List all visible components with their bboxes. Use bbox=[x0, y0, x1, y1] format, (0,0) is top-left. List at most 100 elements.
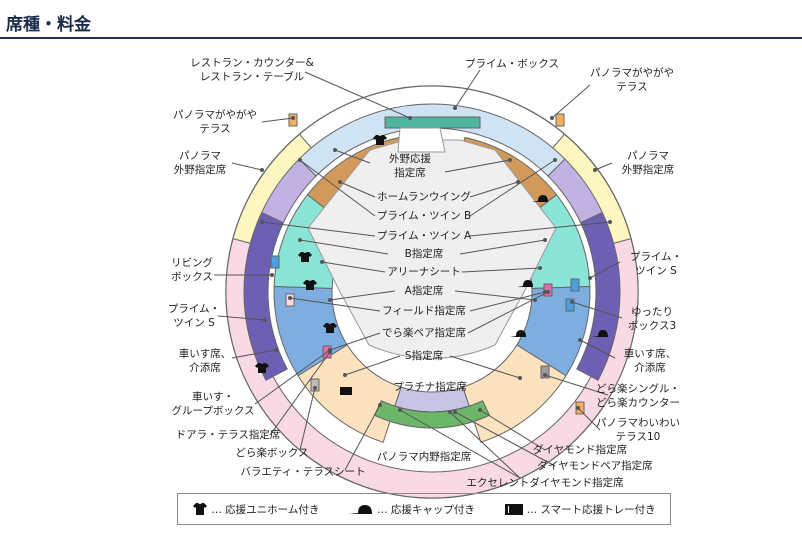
leader-dot bbox=[274, 348, 278, 352]
leader-line bbox=[459, 239, 546, 255]
leader-line bbox=[469, 159, 556, 217]
label-homerun-wing: ホームランウイング bbox=[377, 191, 471, 203]
leader-dot bbox=[291, 116, 295, 120]
leader-line bbox=[217, 315, 266, 321]
ring-section bbox=[243, 211, 288, 381]
restaurant-section bbox=[384, 116, 481, 129]
label-outfield-cheer: 外野応援 指定席 bbox=[389, 153, 431, 179]
tray-icon bbox=[504, 504, 523, 515]
uniform-icon bbox=[373, 135, 387, 145]
label-dora-box: どら楽ボックス bbox=[235, 447, 309, 459]
leader-dot bbox=[313, 386, 317, 390]
leader-line bbox=[344, 404, 381, 471]
leader-dot bbox=[343, 373, 347, 377]
seat-box bbox=[570, 278, 580, 292]
label-excellent-diamond: エクセレントダイヤモンド指定席 bbox=[466, 477, 624, 489]
leader-line bbox=[461, 267, 541, 273]
tray-icon bbox=[340, 387, 352, 395]
leader-line bbox=[329, 332, 381, 351]
cap-icon bbox=[532, 195, 548, 202]
leader-dot bbox=[508, 158, 512, 162]
leader-dot bbox=[328, 350, 332, 354]
uniform-icon bbox=[193, 503, 208, 515]
leader-line bbox=[339, 181, 376, 198]
uniform-icon bbox=[255, 363, 269, 373]
label-platinum: プラチナ指定席 bbox=[393, 381, 467, 393]
label-wheelchair-left: 車いす席、 介添席 bbox=[178, 348, 232, 374]
leader-dot bbox=[453, 106, 457, 110]
backscreen bbox=[397, 127, 446, 153]
leader-line bbox=[454, 411, 556, 467]
leader-line bbox=[299, 387, 316, 451]
leader-line bbox=[321, 261, 386, 273]
label-wheelchair-group: 車いす・ グループボックス bbox=[171, 391, 255, 417]
leader-dot bbox=[398, 408, 402, 412]
stand-section bbox=[462, 344, 567, 443]
leader-dot bbox=[378, 403, 382, 407]
leader-line bbox=[261, 221, 376, 237]
leader-line bbox=[469, 181, 519, 198]
label-dera-pair: でら楽ペア指定席 bbox=[382, 327, 466, 339]
label-doala-terrace: ドアラ・テラス指定席 bbox=[175, 429, 281, 441]
leader-line bbox=[399, 409, 521, 479]
legend-item-tray: … スマート応援トレー付き bbox=[504, 502, 656, 517]
seat-box bbox=[310, 378, 320, 392]
leader-dot bbox=[288, 296, 292, 300]
leader-line bbox=[467, 291, 549, 334]
label-restaurant: レストラン・カウンター& レストラン・テーブル bbox=[190, 57, 314, 83]
legend-label: … 応援ユニホーム付き bbox=[211, 503, 320, 516]
leader-dot bbox=[270, 273, 274, 277]
label-variety-terrace: バラエティ・テラスシート bbox=[240, 466, 366, 478]
outer-section bbox=[225, 238, 639, 499]
leader-line bbox=[444, 159, 511, 173]
leader-dot bbox=[538, 266, 542, 270]
uniform-icon bbox=[323, 323, 337, 333]
label-prime-box: プライム・ボックス bbox=[465, 58, 559, 70]
leader-line bbox=[261, 117, 294, 123]
legend-item-cap: … 応援キャップ付き bbox=[348, 502, 475, 517]
leader-dot bbox=[328, 298, 332, 302]
label-b-seat: B指定席 bbox=[404, 248, 444, 260]
seat-box bbox=[555, 113, 565, 127]
label-panorama-outfield-right: パノラマ 外野指定席 bbox=[621, 150, 675, 176]
leader-dot bbox=[553, 158, 557, 162]
leader-line bbox=[454, 69, 481, 109]
leader-line bbox=[329, 290, 396, 301]
leader-dot bbox=[543, 373, 547, 377]
leader-dot bbox=[478, 408, 482, 412]
leader-dot bbox=[320, 260, 324, 264]
leader-dot bbox=[588, 276, 592, 280]
leader-dot bbox=[260, 168, 264, 172]
legend-label: … スマート応援トレー付き bbox=[526, 503, 656, 516]
leader-dot bbox=[576, 406, 580, 410]
leader-line bbox=[571, 301, 623, 319]
leader-line bbox=[289, 297, 381, 312]
leader-dot bbox=[408, 116, 412, 120]
leader-dot bbox=[333, 148, 337, 152]
leader-dot bbox=[298, 238, 302, 242]
legend-label: … 応援キャップ付き bbox=[377, 503, 475, 516]
leader-line bbox=[231, 162, 263, 171]
uniform-icon bbox=[303, 280, 317, 290]
cap-icon bbox=[592, 330, 608, 337]
label-diamond-pair: ダイヤモンドペア指定席 bbox=[537, 460, 653, 472]
leader-line bbox=[579, 339, 616, 359]
leader-dot bbox=[298, 158, 302, 162]
leader-line bbox=[344, 355, 401, 376]
ring-section bbox=[576, 211, 621, 381]
leader-dot bbox=[263, 318, 267, 322]
label-s-seat: S指定席 bbox=[404, 350, 444, 362]
leader-line bbox=[449, 355, 521, 379]
cap-icon bbox=[510, 330, 526, 337]
uniform-icon bbox=[298, 252, 312, 262]
cap-icon bbox=[349, 505, 373, 514]
page-title: 席種・料金 bbox=[6, 15, 91, 35]
leader-dot bbox=[578, 338, 582, 342]
leader-dot bbox=[516, 180, 520, 184]
title-divider bbox=[0, 37, 802, 39]
label-panorama-waiwai: パノラマわいわい テラス10 bbox=[596, 417, 680, 443]
label-prime-twin-a: プライム・ツイン A bbox=[376, 230, 472, 242]
leader-line bbox=[469, 221, 611, 237]
leader-line bbox=[299, 239, 389, 255]
leader-line bbox=[334, 149, 371, 164]
